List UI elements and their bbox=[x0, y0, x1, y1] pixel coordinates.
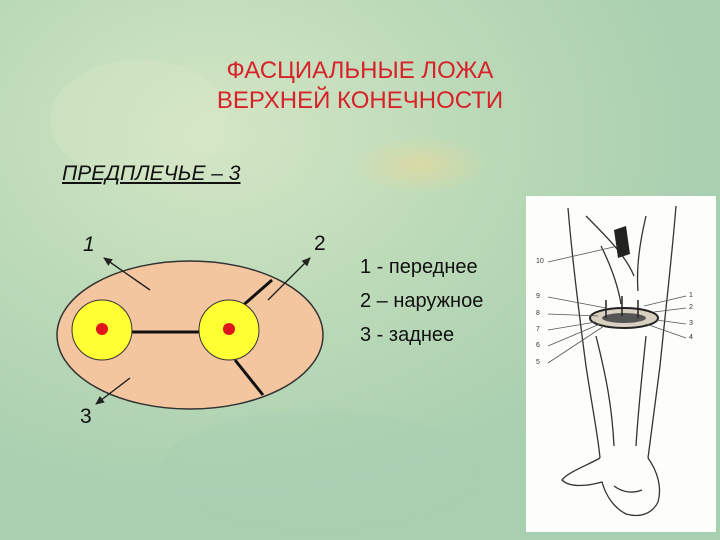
forearm-illustration: 10 9 8 7 6 5 1 2 3 4 bbox=[526, 196, 716, 532]
illustration-label-left: 9 bbox=[536, 293, 540, 300]
illustration-label-left: 8 bbox=[536, 310, 540, 317]
illustration-label-left: 6 bbox=[536, 342, 540, 349]
illustration-label-left: 10 bbox=[536, 258, 544, 265]
illustration-label-right: 2 bbox=[689, 304, 693, 311]
legend-item-anterior: 1 - переднее bbox=[360, 256, 478, 279]
label-compartment-1: 1 bbox=[83, 233, 95, 257]
illustration-label-right: 4 bbox=[689, 334, 693, 341]
legend-item-posterior: 3 - заднее bbox=[360, 324, 454, 347]
illustration-label-left: 5 bbox=[536, 359, 540, 366]
illustration-label-right: 3 bbox=[689, 320, 693, 327]
forearm-drawing bbox=[526, 196, 716, 532]
illustration-label-left: 7 bbox=[536, 326, 540, 333]
ulna-bone bbox=[72, 300, 132, 360]
radius-bone bbox=[199, 300, 259, 360]
illustration-label-right: 1 bbox=[689, 292, 693, 299]
label-compartment-3: 3 bbox=[80, 405, 92, 429]
label-compartment-2: 2 bbox=[314, 232, 326, 256]
legend-item-lateral: 2 – наружное bbox=[360, 290, 483, 313]
